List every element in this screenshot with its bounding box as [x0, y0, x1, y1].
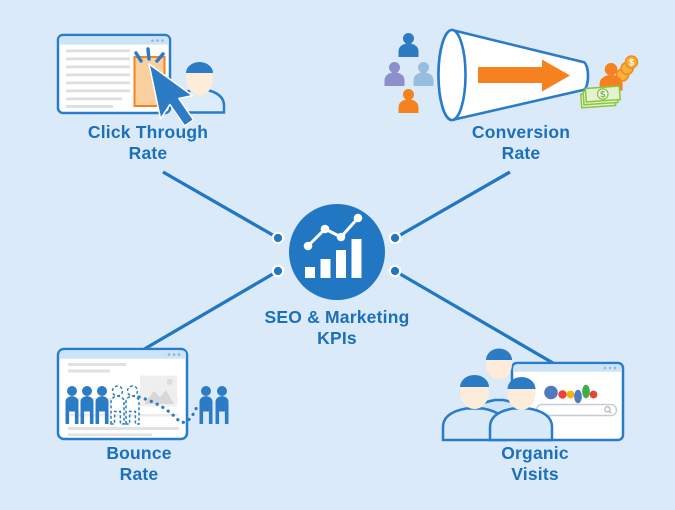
browser-titlebar-dots	[603, 366, 617, 370]
label-line-1: Bounce	[106, 443, 172, 463]
click-through-rate-icon	[56, 33, 226, 127]
label-line-2: Rate	[501, 143, 541, 163]
avatar-left	[441, 375, 508, 442]
funnel-mouth	[437, 28, 467, 122]
label-line-2: KPIs	[317, 328, 357, 348]
visitor-figures-dashed	[110, 385, 140, 425]
coins-icon	[615, 55, 639, 82]
browser-titlebar	[59, 36, 169, 45]
search-engine-logo-icon	[544, 384, 598, 404]
label-line-1: SEO & Marketing	[264, 307, 410, 327]
browser-titlebar	[59, 350, 186, 359]
bounce-rate-icon	[56, 347, 229, 441]
bill-dollar-sign: $	[600, 89, 607, 100]
search-bar	[535, 403, 618, 417]
image-placeholder-icon	[140, 375, 177, 407]
label-line-2: Visits	[511, 464, 559, 484]
label-line-2: Rate	[128, 143, 168, 163]
label-organic-visits: Organic Visits	[435, 443, 635, 485]
bounced-visitor-figures	[199, 386, 229, 424]
connector-top-left	[162, 170, 279, 240]
user-icon-orange	[398, 89, 419, 113]
user-icon-purple	[384, 62, 405, 86]
label-line-1: Organic	[501, 443, 569, 463]
cursor-icon	[148, 63, 195, 127]
coin-dollar-sign: $	[629, 57, 634, 67]
money-bills-icon: $	[579, 85, 622, 109]
user-icon-blue	[398, 33, 419, 57]
connector-lines	[140, 170, 554, 365]
click-burst-icon	[134, 47, 165, 63]
user-icon-lightblue	[413, 62, 434, 86]
visitor-group-avatars	[441, 348, 554, 442]
audience-user-icons	[384, 33, 434, 113]
connector-bottom-left	[140, 269, 279, 353]
arrow-right-icon	[478, 59, 570, 92]
page-text-lines	[66, 49, 130, 108]
label-conversion-rate: Conversion Rate	[421, 122, 621, 164]
label-line-1: Click Through	[87, 122, 209, 142]
browser-titlebar-dots	[151, 39, 164, 42]
connector-bottom-right	[394, 269, 554, 365]
label-center-kpi: SEO & Marketing KPIs	[237, 307, 437, 349]
label-bounce-rate: Bounce Rate	[39, 443, 239, 485]
label-click-through-rate: Click Through Rate	[48, 122, 248, 164]
avatar-right	[488, 377, 554, 442]
connector-endpoint-dots	[271, 231, 402, 278]
conversion-rate-icon: $ $	[384, 28, 639, 122]
label-line-2: Rate	[119, 464, 159, 484]
connector-top-right	[394, 170, 511, 240]
center-kpi-badge	[289, 204, 385, 300]
bar-chart-growth-icon	[303, 213, 363, 278]
organic-visits-icon	[441, 348, 625, 442]
search-icon	[604, 406, 612, 414]
bounce-dotted-path	[137, 395, 200, 424]
browser-titlebar	[513, 364, 622, 372]
browser-titlebar-dots	[167, 353, 181, 356]
avatar-hair	[186, 62, 213, 73]
label-line-1: Conversion	[471, 122, 571, 142]
visitor-figures-solid	[65, 386, 109, 424]
